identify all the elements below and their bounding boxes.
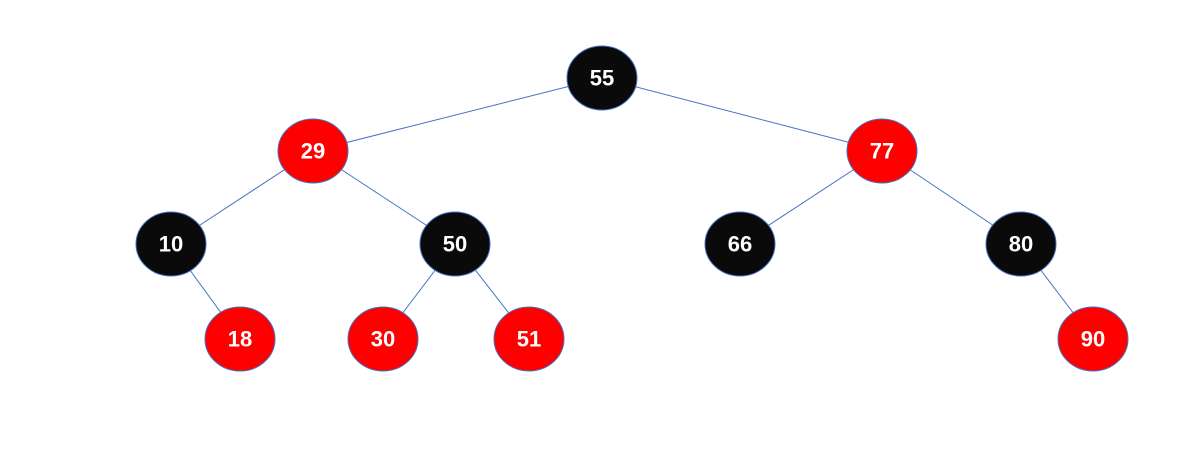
node-circle-black: [419, 211, 491, 277]
node-label: 18: [228, 327, 252, 352]
edge-55-29: [312, 77, 603, 152]
node-circle-red: [347, 306, 419, 372]
node-label: 51: [517, 327, 541, 352]
node-circle-red: [204, 306, 276, 372]
node-label: 30: [371, 327, 395, 352]
node-label: 50: [443, 232, 467, 257]
tree-node-50: 50: [419, 211, 491, 277]
tree-node-55: 55: [566, 45, 638, 111]
node-circle-black: [566, 45, 638, 111]
node-label: 90: [1081, 327, 1105, 352]
tree-node-51: 51: [493, 306, 565, 372]
node-label: 10: [159, 232, 183, 257]
tree-node-90: 90: [1057, 306, 1129, 372]
tree-node-18: 18: [204, 306, 276, 372]
tree-node-29: 29: [277, 118, 349, 184]
node-circle-black: [135, 211, 207, 277]
node-circle-black: [985, 211, 1057, 277]
node-label: 29: [301, 139, 325, 164]
tree-node-66: 66: [704, 211, 776, 277]
tree-node-77: 77: [846, 118, 918, 184]
node-label: 66: [728, 232, 752, 257]
node-label: 80: [1009, 232, 1033, 257]
tree-node-80: 80: [985, 211, 1057, 277]
node-label: 77: [870, 139, 894, 164]
edges: [170, 77, 1094, 340]
node-circle-red: [1057, 306, 1129, 372]
node-circle-red: [493, 306, 565, 372]
tree-node-30: 30: [347, 306, 419, 372]
node-circle-black: [704, 211, 776, 277]
node-circle-red: [846, 118, 918, 184]
node-label: 55: [590, 66, 614, 91]
nodes: 55 29 77 10 50 66 80 18 30 51 90: [135, 45, 1129, 372]
tree-node-10: 10: [135, 211, 207, 277]
edge-55-77: [601, 77, 883, 152]
node-circle-red: [277, 118, 349, 184]
